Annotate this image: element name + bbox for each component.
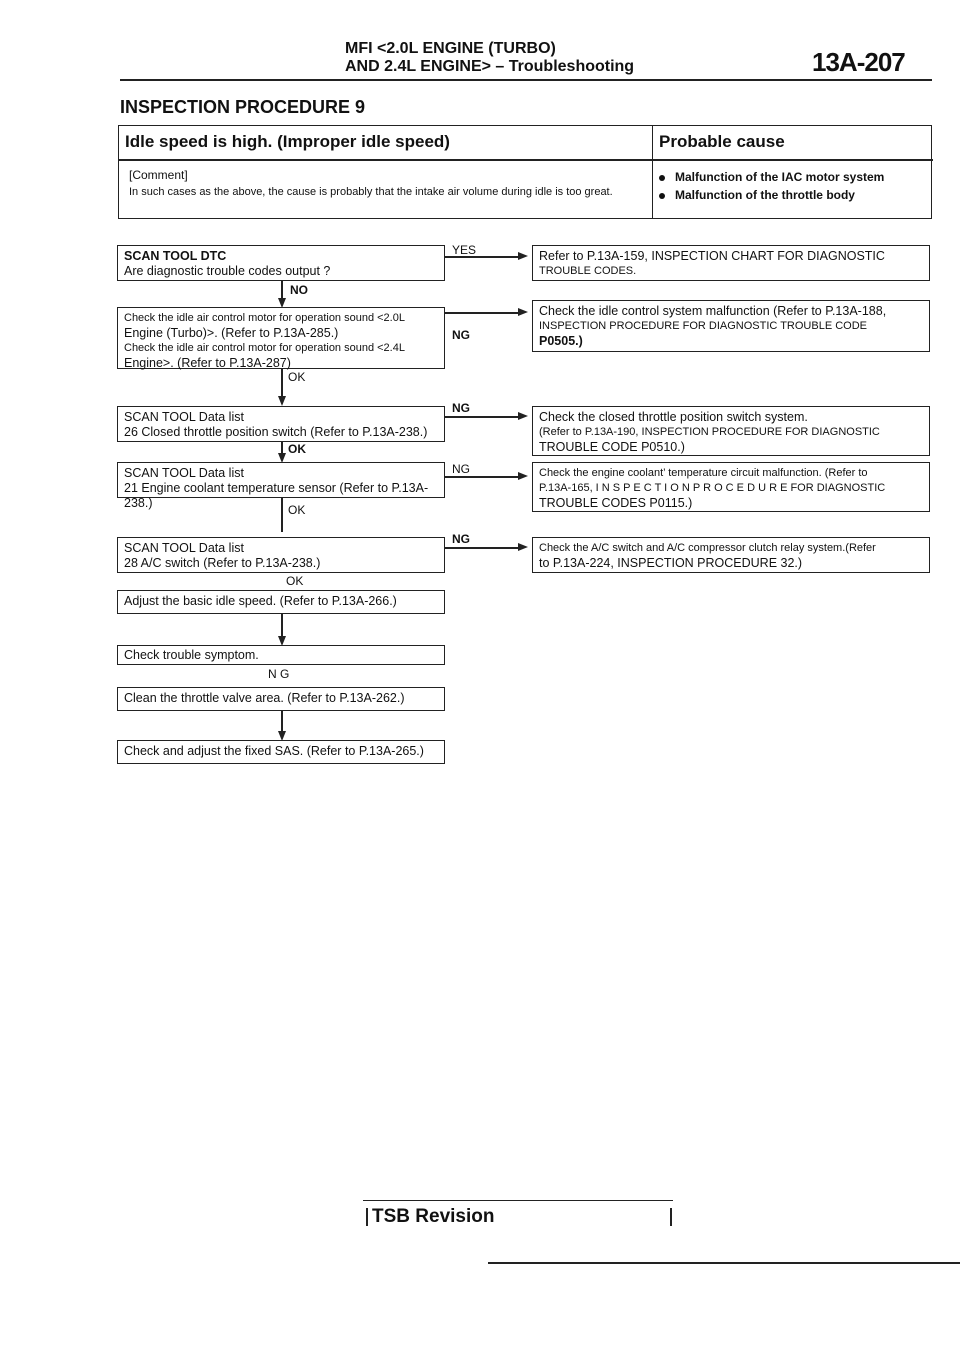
arrow-right-icon — [518, 252, 528, 260]
arrow-down-icon — [278, 396, 286, 406]
step-3-ng-label: NG — [452, 401, 470, 415]
step-2-line-3: Check the idle air control motor for ope… — [124, 342, 405, 354]
step-6-box: Adjust the basic idle speed. (Refer to P… — [117, 590, 445, 614]
step-4-ng-line-2: P.13A-165, I N S P E C T I O N P R O C E… — [539, 482, 886, 494]
step-2-box: Check the idle air control motor for ope… — [117, 307, 445, 370]
arrow-down-icon — [278, 731, 286, 741]
connector — [281, 614, 283, 639]
step-2-ng-line-3: P0505.) — [539, 334, 583, 348]
step-5-line-2: 28 A/C switch (Refer to P.13A-238.) — [124, 556, 321, 570]
step-4-ng-box: Check the engine coolant’ temperature ci… — [532, 462, 930, 512]
step-5-ng-line-1: Check the A/C switch and A/C compressor … — [539, 542, 876, 554]
ng-connector — [445, 312, 520, 314]
step-4-ng-line-1: Check the engine coolant’ temperature ci… — [539, 467, 868, 479]
tsb-revision-label: TSB Revision — [372, 1206, 495, 1227]
symptom-divider — [119, 159, 654, 161]
step-3-line-1: SCAN TOOL Data list — [124, 410, 244, 424]
step-2-line-1: Check the idle air control motor for ope… — [124, 312, 405, 324]
footer-right-bar — [670, 1208, 672, 1226]
step-3-ok-label: OK — [288, 442, 306, 456]
step-3-line-2: 26 Closed throttle position switch (Refe… — [124, 425, 428, 439]
connector — [281, 369, 283, 399]
footer-box — [363, 1200, 673, 1233]
arrow-right-icon — [518, 412, 528, 420]
step-1-yes-label: YES — [452, 243, 477, 257]
step-5-ng-box: Check the A/C switch and A/C compressor … — [532, 537, 930, 573]
connector — [281, 498, 283, 532]
step-1-no-label: NO — [290, 283, 308, 297]
step-8-text: Clean the throttle valve area. (Refer to… — [124, 691, 405, 705]
arrow-down-icon — [278, 453, 286, 463]
step-3-ng-line-3: TROUBLE CODE P0510.) — [539, 440, 685, 454]
probable-cause-item: Malfunction of the throttle body — [659, 188, 855, 202]
step-4-ng-label: NG — [452, 462, 470, 476]
step-4-line-2: 21 Engine coolant temperature sensor (Re… — [124, 481, 429, 510]
header-line-2: AND 2.4L ENGINE> – Troubleshooting — [345, 58, 635, 75]
step-2-ng-label: NG — [452, 328, 470, 342]
step-2-ng-line-1: Check the idle control system malfunctio… — [539, 304, 887, 318]
step-1-yes-line-1: Refer to P.13A-159, INSPECTION CHART FOR… — [539, 249, 885, 263]
ng-connector — [445, 476, 520, 478]
ng-connector — [445, 416, 520, 418]
step-2-line-4: Engine>. (Refer to P.13A-287) — [124, 356, 291, 370]
step-3-ng-line-1: Check the closed throttle position switc… — [539, 410, 808, 424]
step-9-box: Check and adjust the fixed SAS. (Refer t… — [117, 740, 445, 764]
probable-cause-box: Probable cause Malfunction of the IAC mo… — [652, 125, 933, 219]
step-4-box: SCAN TOOL Data list 21 Engine coolant te… — [117, 462, 445, 510]
page-title: INSPECTION PROCEDURE 9 — [120, 97, 366, 117]
step-5-ng-line-2: to P.13A-224, INSPECTION PROCEDURE 32.) — [539, 556, 803, 570]
step-6-text: Adjust the basic idle speed. (Refer to P… — [124, 594, 397, 608]
step-2-ng-line-2: INSPECTION PROCEDURE FOR DIAGNOSTIC TROU… — [539, 320, 868, 332]
bullet-icon — [659, 192, 665, 199]
connector — [281, 281, 283, 301]
symptom-heading: Idle speed is high. (Improper idle speed… — [125, 132, 450, 151]
footer-rule — [488, 1262, 960, 1264]
step-4-line-1: SCAN TOOL Data list — [124, 466, 244, 480]
step-1-line-2: Are diagnostic trouble codes output ? — [124, 264, 331, 278]
footer-left-bar — [366, 1208, 368, 1226]
step-1-box: SCAN TOOL DTC Are diagnostic trouble cod… — [117, 245, 445, 281]
comment-label: [Comment] — [129, 168, 188, 182]
step-2-ng-box: Check the idle control system malfunctio… — [532, 300, 930, 352]
step-5-ng-label: NG — [452, 532, 470, 546]
arrow-right-icon — [518, 543, 528, 551]
arrow-right-icon — [518, 308, 528, 316]
step-4-ng-line-3: TROUBLE CODES P0115.) — [539, 496, 693, 510]
symptom-box: Idle speed is high. (Improper idle speed… — [118, 125, 654, 219]
probable-cause-heading: Probable cause — [659, 132, 785, 151]
step-5-ok-label: OK — [286, 574, 304, 588]
comment-text: In such cases as the above, the cause is… — [129, 186, 613, 198]
step-7-ng-label: N G — [268, 667, 290, 681]
step-5-box: SCAN TOOL Data list 28 A/C switch (Refer… — [117, 537, 445, 573]
step-7-box: Check trouble symptom. — [117, 645, 445, 665]
bullet-icon — [659, 174, 665, 181]
yes-connector — [445, 256, 520, 258]
header-line-1: MFI <2.0L ENGINE (TURBO) — [345, 40, 556, 57]
step-7-text: Check trouble symptom. — [124, 648, 259, 662]
probable-cause-item: Malfunction of the IAC motor system — [659, 170, 884, 184]
header-rule — [120, 79, 932, 81]
probable-cause-divider — [653, 159, 933, 161]
step-8-box: Clean the throttle valve area. (Refer to… — [117, 687, 445, 711]
step-9-text: Check and adjust the fixed SAS. (Refer t… — [124, 744, 424, 758]
step-3-box: SCAN TOOL Data list 26 Closed throttle p… — [117, 406, 445, 442]
step-3-ng-box: Check the closed throttle position switc… — [532, 406, 930, 456]
step-5-line-1: SCAN TOOL Data list — [124, 541, 244, 555]
arrow-down-icon — [278, 298, 286, 308]
page-number: 13A-207 — [812, 47, 906, 77]
arrow-down-icon — [278, 636, 286, 646]
connector — [281, 711, 283, 734]
ng-connector — [445, 547, 520, 549]
step-1-yes-box: Refer to P.13A-159, INSPECTION CHART FOR… — [532, 245, 930, 281]
step-2-ok-label: OK — [288, 370, 306, 384]
step-4-ok-label: OK — [288, 503, 306, 517]
arrow-right-icon — [518, 472, 528, 480]
step-3-ng-line-2: (Refer to P.13A-190, INSPECTION PROCEDUR… — [539, 426, 880, 438]
step-2-line-2: Engine (Turbo)>. (Refer to P.13A-285.) — [124, 326, 339, 340]
connector — [281, 442, 283, 456]
step-1-line-1: SCAN TOOL DTC — [124, 249, 227, 263]
step-1-yes-line-2: TROUBLE CODES. — [539, 265, 637, 277]
